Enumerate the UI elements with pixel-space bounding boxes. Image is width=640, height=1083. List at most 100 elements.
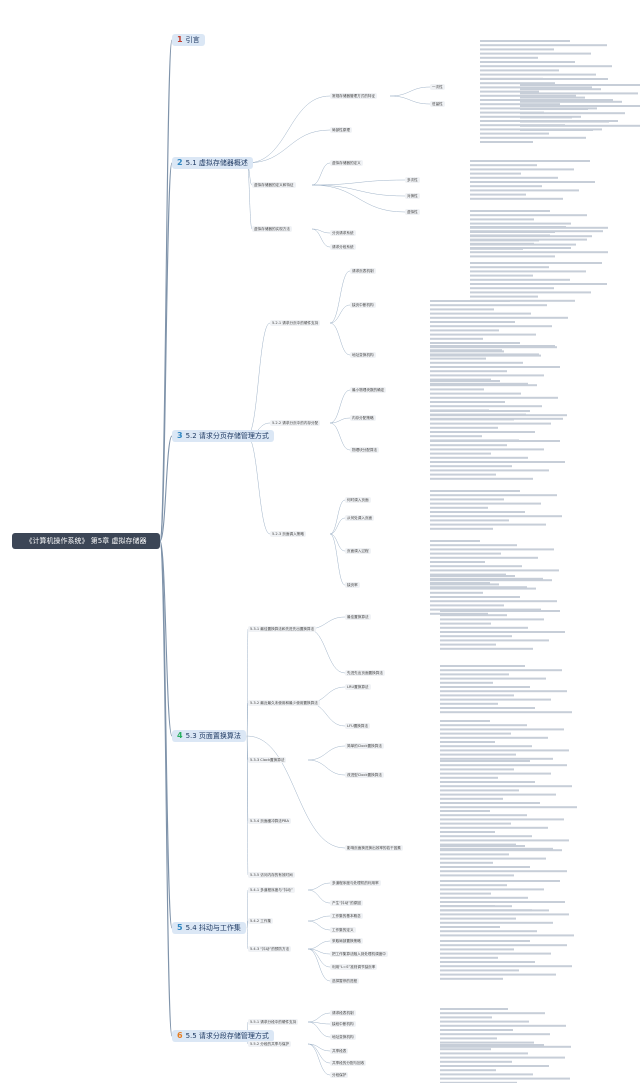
- topic-node[interactable]: 何时调入页面: [345, 497, 371, 503]
- detail-text-line: [480, 132, 549, 135]
- topic-node[interactable]: 多次性: [405, 177, 420, 183]
- topic-node[interactable]: LFU置换算法: [345, 723, 371, 729]
- topic-node[interactable]: 驻留性: [430, 101, 445, 107]
- topic-node[interactable]: 5.3.5 访问内存的有效时间: [248, 872, 295, 878]
- detail-text-line: [470, 193, 526, 196]
- detail-text-line: [430, 569, 559, 572]
- detail-text-line: [430, 548, 554, 551]
- topic-node[interactable]: 5.4.1 多道程序度与“抖动”: [248, 887, 295, 893]
- topic-node[interactable]: LRU置换算法: [345, 684, 371, 690]
- topic-node[interactable]: 缺段中断机构: [330, 1021, 356, 1027]
- topic-node[interactable]: 5.4.2 工作集: [248, 918, 274, 924]
- topic-node[interactable]: 页面调入过程: [345, 548, 371, 554]
- topic-node[interactable]: 共享段表: [330, 1048, 349, 1054]
- topic-node[interactable]: 5.5.2 分段的共享与保护: [248, 1041, 292, 1047]
- topic-node[interactable]: 分段保护: [330, 1072, 349, 1078]
- topic-node[interactable]: 一次性: [430, 84, 445, 90]
- topic-node[interactable]: 工作集的基本概念: [330, 913, 363, 919]
- topic-node[interactable]: 地址变换机构: [330, 1034, 356, 1040]
- detail-text-line: [430, 582, 490, 584]
- topic-node[interactable]: 虚拟存储器的定义: [330, 160, 363, 166]
- topic-node[interactable]: 5.2.3 页面调入策略: [270, 531, 306, 537]
- detail-text-line: [440, 753, 516, 756]
- topic-node[interactable]: 5.3.4 页面缓冲算法PBA: [248, 818, 291, 824]
- topic-node[interactable]: 虚拟存储器的实现方法: [252, 226, 292, 232]
- topic-node[interactable]: 常规存储器管理方式的特征: [330, 93, 378, 99]
- topic-node[interactable]: 5.2.1 请求分页中的硬件支持: [270, 320, 321, 326]
- topic-node[interactable]: 缺页中断机构: [350, 302, 376, 308]
- topic-node[interactable]: 共享段的分配与回收: [330, 1060, 367, 1066]
- detail-text-line: [470, 291, 591, 294]
- detail-text-line: [440, 1048, 491, 1051]
- topic-node[interactable]: 地址变换机构: [350, 352, 376, 358]
- detail-text-line: [470, 214, 587, 217]
- topic-node[interactable]: 请求段表机制: [330, 1010, 356, 1016]
- topic-node[interactable]: 局部性原理: [330, 127, 352, 133]
- detail-text-line: [470, 234, 550, 237]
- topic-node[interactable]: 5.3.1 最佳置换算法和先进先出置换算法: [248, 626, 317, 632]
- topic-node[interactable]: 缺页率: [345, 582, 360, 588]
- topic-node[interactable]: 选择暂停的进程: [330, 978, 360, 984]
- topic-node[interactable]: 产生“抖动”的原因: [330, 900, 363, 906]
- topic-node[interactable]: 最小物理块数的确定: [350, 387, 387, 393]
- detail-text-line: [430, 456, 528, 459]
- detail-text-line: [440, 888, 544, 891]
- detail-text-line: [440, 781, 535, 783]
- topic-node[interactable]: 虚拟存储器的定义和特征: [252, 182, 296, 188]
- detail-text-line: [480, 73, 596, 76]
- detail-text-line: [440, 768, 514, 771]
- topic-node[interactable]: 最佳置换算法: [345, 614, 371, 620]
- detail-text-line: [440, 952, 551, 955]
- root-node[interactable]: 《计算机操作系统》 第5章 虚拟存储器: [12, 533, 160, 549]
- topic-node[interactable]: 对换性: [405, 193, 420, 199]
- detail-text-line: [430, 308, 494, 311]
- detail-text-line: [440, 884, 507, 887]
- detail-text-line: [470, 278, 570, 281]
- connector-line: [246, 702, 249, 737]
- detail-text-line: [440, 921, 553, 924]
- topic-node[interactable]: 先进先出页面置换算法: [345, 670, 385, 676]
- detail-text-line: [440, 635, 512, 638]
- topic-node[interactable]: 从何处调入页面: [345, 515, 375, 521]
- detail-text-line: [480, 48, 554, 51]
- topic-node[interactable]: 5.2.2 请求分页中的内存分配: [270, 420, 321, 426]
- topic-node[interactable]: 物理块分配算法: [350, 447, 380, 453]
- connector-line: [246, 735, 249, 876]
- detail-text-line: [440, 831, 495, 833]
- topic-node[interactable]: 内存分配策略: [350, 415, 376, 421]
- topic-node[interactable]: 工作集的定义: [330, 927, 356, 933]
- topic-node[interactable]: 5.5.1 请求分段中的硬件支持: [248, 1019, 299, 1025]
- detail-text-line: [480, 86, 592, 89]
- detail-text-line: [430, 575, 515, 577]
- detail-text-line: [440, 614, 507, 617]
- detail-text-line: [440, 760, 530, 762]
- detail-text-line: [430, 337, 483, 340]
- detail-text-line: [480, 111, 544, 114]
- topic-node[interactable]: 简单的Clock置换算法: [345, 743, 384, 749]
- connector-line: [246, 95, 331, 164]
- detail-text-line: [440, 866, 530, 868]
- topic-node[interactable]: 把工作集算法融入到处理机调度中: [330, 951, 388, 957]
- connector-line: [246, 435, 271, 535]
- topic-node[interactable]: 改进型Clock置换算法: [345, 772, 384, 778]
- detail-text-line: [430, 366, 560, 368]
- topic-node[interactable]: 5.4.3 “抖动”的预防方法: [248, 946, 292, 952]
- topic-node[interactable]: 影响页面换进换出效率的若干因素: [345, 845, 403, 851]
- topic-node[interactable]: 请求页表机制: [350, 268, 376, 274]
- topic-node[interactable]: 5.3.3 Clock置换算法: [248, 757, 287, 763]
- topic-node[interactable]: 虚拟性: [405, 209, 420, 215]
- detail-text-line: [430, 346, 557, 349]
- topic-node[interactable]: 请求分段系统: [330, 244, 356, 250]
- topic-node[interactable]: 利用“L=S”准则调节缺页率: [330, 964, 378, 970]
- topic-node[interactable]: 5.3.2 最近最久未使用和最少使用置换算法: [248, 700, 320, 706]
- topic-node[interactable]: 多道程序度与处理机的利用率: [330, 880, 381, 886]
- topic-node[interactable]: 分页请求系统: [330, 230, 356, 236]
- detail-text-line: [470, 160, 590, 162]
- topic-node[interactable]: 采取局部置换策略: [330, 938, 363, 944]
